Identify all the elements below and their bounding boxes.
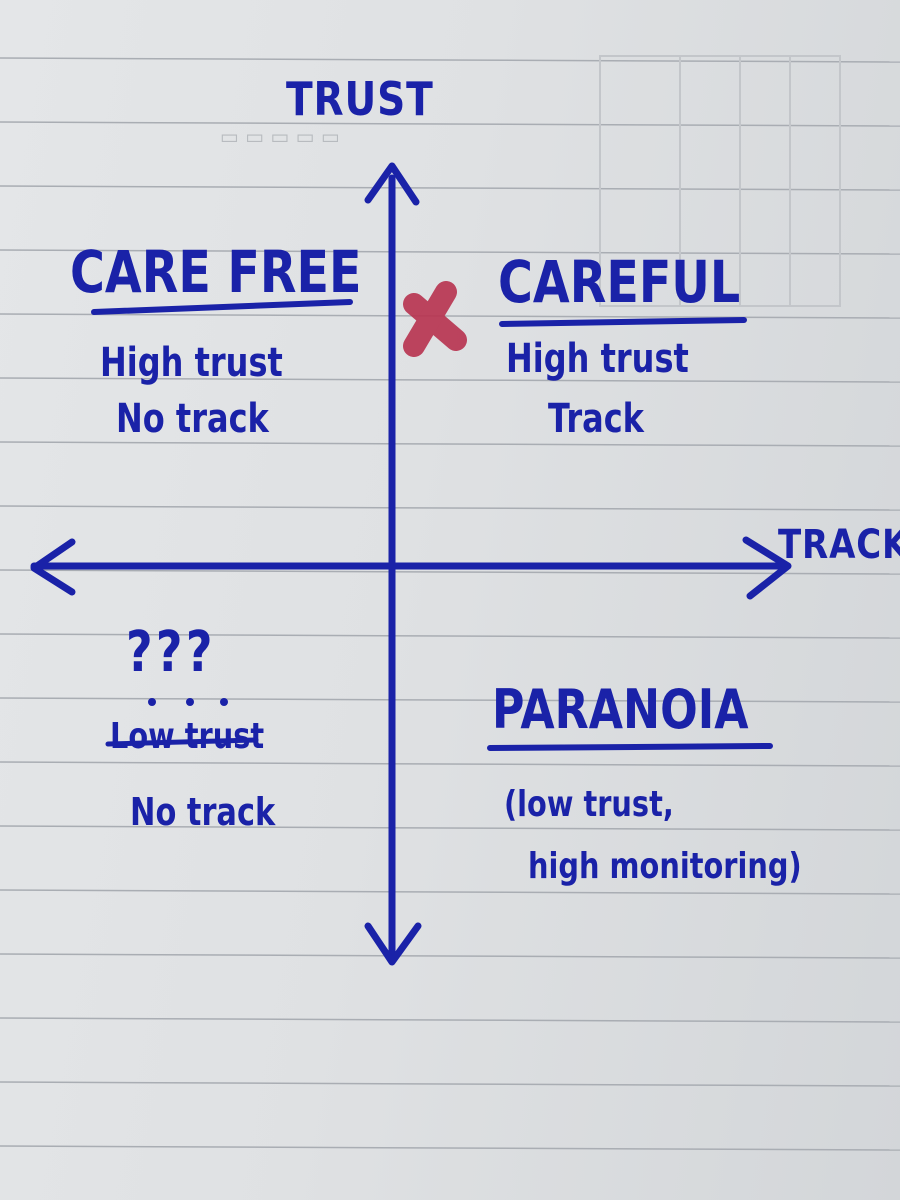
- ruled-line: [0, 1017, 900, 1023]
- ruled-line: [0, 185, 900, 191]
- careful-title: CAREFUL: [498, 248, 741, 316]
- ruled-line: [0, 505, 900, 511]
- careful-underline: [499, 317, 747, 327]
- ruled-line: [0, 377, 900, 383]
- ruled-line: [0, 121, 900, 127]
- ruled-line: [0, 825, 900, 831]
- track-axis-label: TRACK: [778, 522, 900, 568]
- track-axis-right-arrowhead: [742, 536, 792, 600]
- ruled-line: [0, 1081, 900, 1087]
- ruled-line: [0, 761, 900, 767]
- dot: [186, 698, 194, 706]
- track-axis-left-arrowhead: [30, 538, 76, 596]
- bleed-through-table: [599, 55, 841, 307]
- ruled-line: [0, 953, 900, 959]
- trust-axis-label: TRUST: [286, 72, 434, 126]
- careful-line-1: High trust: [506, 336, 689, 382]
- unknown-line-2: No track: [130, 790, 276, 834]
- careful-line-2: Track: [548, 396, 644, 442]
- ruled-line: [0, 249, 900, 255]
- dot: [148, 698, 156, 706]
- ruled-line: [0, 441, 900, 447]
- paranoia-line-2: high monitoring): [528, 846, 802, 887]
- care-free-underline: [91, 299, 353, 315]
- ruled-line: [0, 889, 900, 895]
- position-marker: [403, 281, 467, 357]
- unknown-underline: [105, 737, 259, 747]
- care-free-title: CARE FREE: [70, 238, 362, 306]
- paranoia-line-1: (low trust,: [504, 784, 674, 825]
- trust-axis-up-arrowhead: [364, 162, 420, 206]
- paranoia-underline: [487, 743, 773, 751]
- unknown-title: ???: [126, 620, 216, 685]
- unknown-line-1: Low trust: [110, 716, 265, 757]
- care-free-line-2: No track: [116, 396, 269, 442]
- ruled-line: [0, 569, 900, 575]
- paranoia-title: PARANOIA: [492, 678, 749, 741]
- trust-axis-down-arrowhead: [364, 922, 422, 966]
- care-free-line-1: High trust: [100, 340, 283, 386]
- ruled-line: [0, 633, 900, 639]
- dot: [220, 698, 228, 706]
- ruled-line: [0, 313, 900, 319]
- ruled-line: [0, 1145, 900, 1151]
- ruled-line: [0, 57, 900, 63]
